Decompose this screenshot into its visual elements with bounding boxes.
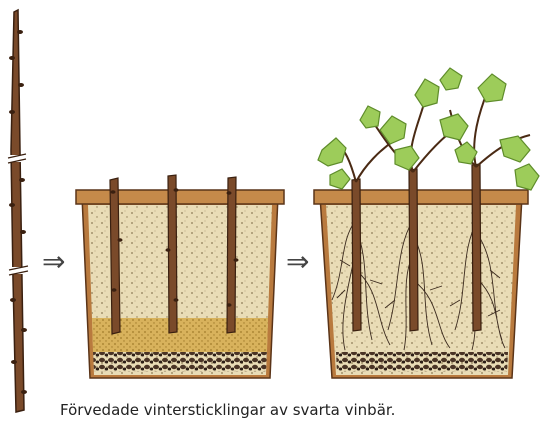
pot-with-rooted-plants	[314, 68, 539, 378]
figure-caption: Förvedade vintersticklingar av svarta vi…	[60, 401, 395, 419]
arrow-1: ⇒	[42, 248, 65, 276]
arrow-2: ⇒	[286, 248, 309, 276]
leaves	[318, 68, 539, 190]
long-cutting	[8, 10, 28, 412]
pot-with-cuttings	[76, 175, 284, 378]
